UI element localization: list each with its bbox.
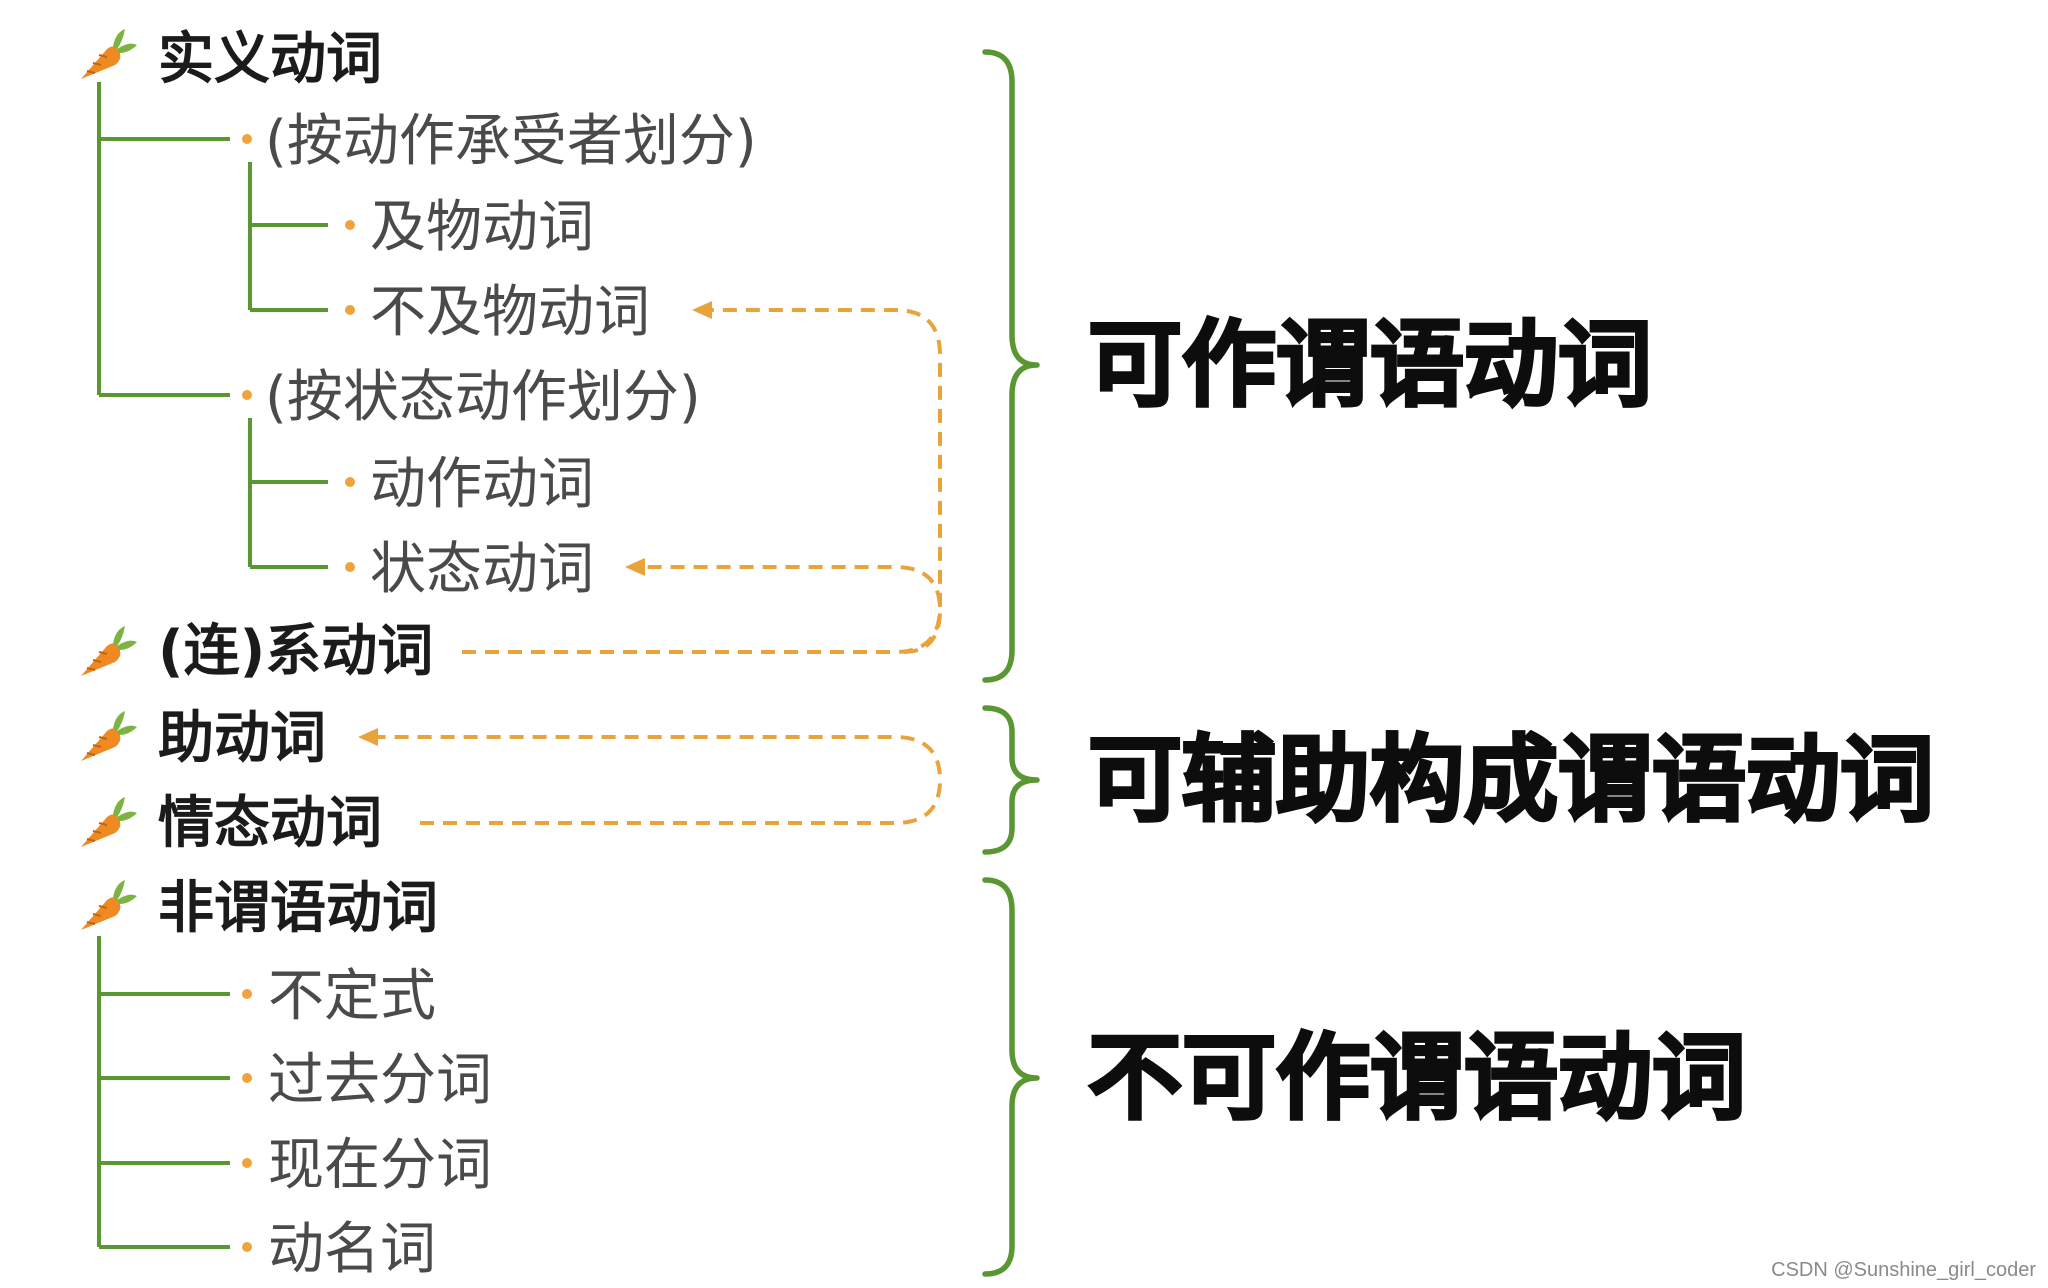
label-by-receiver: (按动作承受者划分) bbox=[265, 109, 757, 174]
label-transitive: 及物动词 bbox=[370, 195, 594, 260]
label-linking-verbs: (连)系动词 bbox=[158, 619, 433, 684]
dot-icon bbox=[242, 1242, 252, 1252]
tree-line-content-verbs bbox=[97, 82, 230, 397]
carrot-icon bbox=[80, 625, 138, 677]
label-stative-verbs: 状态动词 bbox=[370, 537, 594, 602]
brace-predicate bbox=[982, 49, 1040, 683]
dot-icon bbox=[345, 562, 355, 572]
dot-icon bbox=[242, 134, 252, 144]
label-past-participle: 过去分词 bbox=[268, 1048, 492, 1113]
tree-line-non-finite bbox=[97, 936, 230, 1249]
dot-icon bbox=[345, 305, 355, 315]
dot-icon bbox=[345, 477, 355, 487]
label-content-verbs: 实义动词 bbox=[158, 27, 382, 92]
dot-icon bbox=[242, 1158, 252, 1168]
label-intransitive: 不及物动词 bbox=[370, 280, 650, 345]
carrot-icon bbox=[80, 879, 138, 931]
dot-icon bbox=[345, 220, 355, 230]
label-action-verbs: 动作动词 bbox=[370, 452, 594, 517]
group-label-non-predicate: 不可作谓语动词 bbox=[1088, 1023, 1746, 1133]
group-label-help-predicate: 可辅助构成谓语动词 bbox=[1088, 725, 1934, 835]
arrow-head-intransitive bbox=[692, 301, 712, 319]
brace-non-predicate bbox=[982, 877, 1040, 1277]
label-gerund: 动名词 bbox=[268, 1217, 436, 1282]
label-infinitive: 不定式 bbox=[268, 964, 436, 1029]
dot-icon bbox=[242, 989, 252, 999]
label-present-participle: 现在分词 bbox=[268, 1133, 492, 1198]
group-label-predicate: 可作谓语动词 bbox=[1088, 310, 1652, 420]
carrot-icon bbox=[80, 710, 138, 762]
label-auxiliary-verbs: 助动词 bbox=[158, 706, 326, 771]
arrow-head-stative bbox=[625, 558, 645, 576]
brace-help-predicate bbox=[982, 705, 1040, 855]
carrot-icon bbox=[80, 796, 138, 848]
tree-line-by-receiver bbox=[248, 162, 328, 312]
link-modal-to-auxiliary bbox=[378, 735, 943, 825]
dot-icon bbox=[242, 390, 252, 400]
label-modal-verbs: 情态动词 bbox=[158, 791, 382, 856]
arrow-head-auxiliary bbox=[358, 728, 378, 746]
dot-icon bbox=[242, 1073, 252, 1083]
link-linking-to-stative bbox=[645, 565, 943, 654]
carrot-icon bbox=[80, 28, 138, 80]
watermark: CSDN @Sunshine_girl_coder bbox=[1771, 1259, 2036, 1281]
tree-line-by-state-action bbox=[248, 418, 328, 569]
label-by-state-action: (按状态动作划分) bbox=[265, 365, 701, 430]
link-linking-to-intransitive bbox=[462, 308, 942, 654]
label-non-finite-verbs: 非谓语动词 bbox=[158, 876, 438, 941]
